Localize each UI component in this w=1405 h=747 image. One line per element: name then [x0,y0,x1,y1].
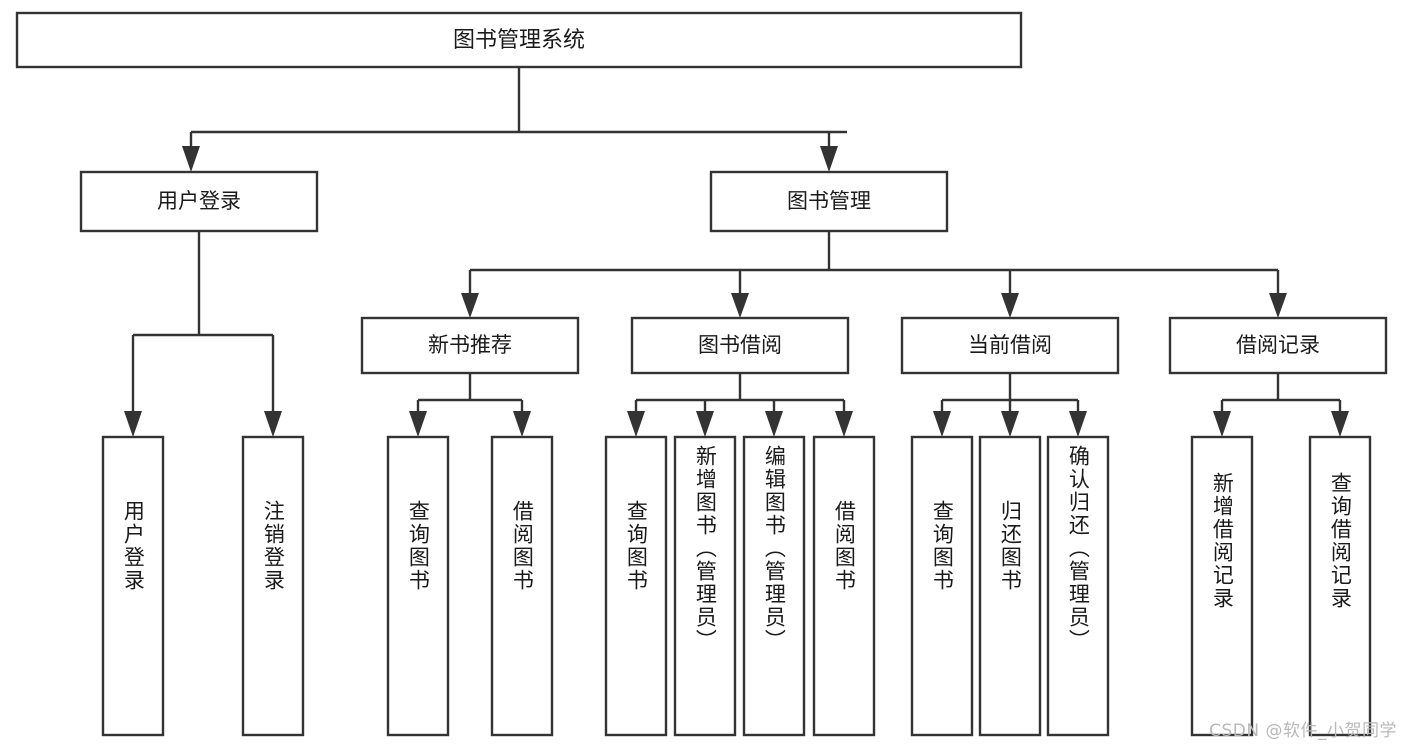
arrowhead-leaf-user-login-2 [264,411,282,437]
arrowhead-leaf-bookborrow-4 [835,411,853,437]
arrowhead-leaf-newbook-2 [513,411,531,437]
node-book-borrow-box[interactable] [630,316,850,375]
leaf-box-borrowrecord-2[interactable] [1308,435,1372,737]
arrowhead-leaf-user-login-1 [124,411,142,437]
node-borrow-record[interactable]: 借阅记录 [1168,316,1388,375]
node-root[interactable]: 图书管理系统 [15,11,1023,69]
arrowhead-leaf-bookborrow-1 [627,411,645,437]
arrowhead-userlogin [182,146,200,172]
node-borrow-record-label: 借阅记录 [1236,333,1320,357]
arrowhead-borrowrecord [1269,293,1287,318]
node-current-borrow-box[interactable] [900,316,1120,375]
node-user-login-label: 用户登录 [157,189,241,213]
node-new-book-recommend[interactable]: 新书推荐 [360,316,580,375]
node-root-box[interactable] [15,11,1023,69]
node-new-book-recommend-box[interactable] [360,316,580,375]
arrowhead-leaf-borrowrecord-1 [1213,411,1231,437]
arrowhead-leaf-borrowrecord-2 [1331,411,1349,437]
leaf-box-currentborrow-1[interactable] [910,435,974,737]
node-book-management-box[interactable] [709,170,949,233]
arrowhead-leaf-newbook-1 [409,411,427,437]
node-new-book-recommend-label: 新书推荐 [428,333,512,357]
leaf-box-user-login-1[interactable] [101,435,165,737]
leaf-box-bookborrow-3[interactable] [742,435,806,737]
node-book-borrow-label: 图书借阅 [698,333,782,357]
node-root-label: 图书管理系统 [453,28,585,53]
node-current-borrow-label: 当前借阅 [968,333,1052,357]
node-user-login-box[interactable] [79,170,319,233]
leaf-box-borrowrecord-1[interactable] [1190,435,1254,737]
arrowhead-leaf-bookborrow-3 [765,411,783,437]
leaf-box-bookborrow-4[interactable] [812,435,876,737]
arrowhead-newbook [461,293,479,318]
leaf-box-currentborrow-2[interactable] [978,435,1042,737]
node-book-borrow[interactable]: 图书借阅 [630,316,850,375]
arrowhead-leaf-currentborrow-1 [933,411,951,437]
leaf-box-user-login-2[interactable] [241,435,305,737]
leaf-box-bookborrow-2[interactable] [673,435,737,737]
node-book-management[interactable]: 图书管理 [709,170,949,233]
leaf-boxes-group [101,435,1372,737]
node-current-borrow[interactable]: 当前借阅 [900,316,1120,375]
arrowhead-leaf-bookborrow-2 [696,411,714,437]
node-book-management-label: 图书管理 [787,189,871,213]
arrowhead-bookmgmt [820,146,838,172]
watermark-text: CSDN @软件_小贺同学 [1209,721,1397,741]
leaf-box-bookborrow-1[interactable] [604,435,668,737]
leaf-box-newbook-1[interactable] [386,435,450,737]
arrowhead-leaf-currentborrow-2 [1001,411,1019,437]
leaf-box-newbook-2[interactable] [490,435,554,737]
arrowhead-currentborrow [1001,293,1019,318]
node-borrow-record-box[interactable] [1168,316,1388,375]
leaf-box-currentborrow-3[interactable] [1046,435,1110,737]
arrowhead-bookborrow [731,293,749,318]
connectors-group [124,68,1349,437]
node-user-login[interactable]: 用户登录 [79,170,319,233]
arrowhead-leaf-currentborrow-3 [1069,411,1087,437]
